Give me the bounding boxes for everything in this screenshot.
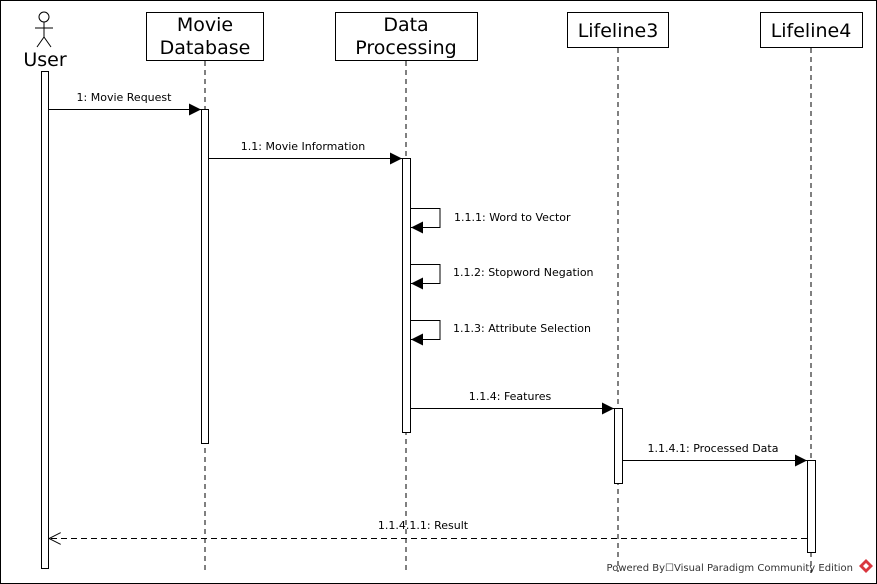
lifeline-label: Lifeline3 — [578, 20, 659, 42]
self-message-arrow — [411, 208, 441, 234]
message-label: 1.1: Movie Information — [241, 140, 365, 153]
lifeline-header-box — [760, 12, 863, 48]
lifeline-header-box — [146, 12, 264, 61]
message-label: 1.1.1: Word to Vector — [454, 211, 571, 224]
self-message-arrow — [411, 320, 441, 346]
lifeline-data-processing[interactable]: Data Processing — [335, 12, 478, 61]
message-label: 1.1.4: Features — [469, 390, 552, 403]
message-label: 1.1.2: Stopword Negation — [453, 266, 594, 279]
lifeline-label-line1: Data — [383, 14, 428, 36]
message-movie-request[interactable]: 1: Movie Request — [49, 91, 201, 116]
visual-paradigm-logo-icon — [859, 559, 873, 573]
message-label: 1.1.3: Attribute Selection — [453, 322, 591, 335]
lifeline-label-line2: Database — [160, 37, 251, 59]
footer-watermark: Powered By☐Visual Paradigm Community Edi… — [607, 559, 873, 574]
lifeline-label-line1: Movie — [177, 14, 233, 36]
lifeline-lifeline4[interactable]: Lifeline4 — [760, 12, 863, 48]
message-result[interactable]: 1.1.4.1.1: Result — [49, 519, 807, 539]
message-movie-information[interactable]: 1.1: Movie Information — [209, 140, 402, 165]
lifeline-label-line2: Processing — [355, 37, 456, 59]
activation-movie-database[interactable] — [201, 109, 209, 444]
lifeline-header-box — [567, 12, 669, 48]
message-features[interactable]: 1.1.4: Features — [411, 390, 614, 415]
actor-head — [38, 11, 50, 23]
message-processed-data[interactable]: 1.1.4.1: Processed Data — [623, 442, 807, 467]
actor-left-leg — [36, 36, 45, 48]
actor-label: User — [23, 49, 66, 71]
lifeline-header-box — [335, 12, 478, 61]
actor-right-leg — [43, 36, 52, 48]
message-label: 1: Movie Request — [77, 91, 173, 104]
message-stopword-negation[interactable]: 1.1.2: Stopword Negation — [411, 264, 594, 290]
footer-text: Powered By☐Visual Paradigm Community Edi… — [607, 563, 853, 574]
message-attribute-selection[interactable]: 1.1.3: Attribute Selection — [411, 320, 591, 346]
activation-data-processing[interactable] — [402, 158, 411, 433]
activation-lifeline3[interactable] — [614, 408, 623, 484]
lifeline-lifeline3[interactable]: Lifeline3 — [567, 12, 669, 48]
actor-user[interactable]: User — [23, 11, 67, 71]
message-label: 1.1.4.1: Processed Data — [648, 442, 779, 455]
lifeline-movie-database[interactable]: Movie Database — [146, 12, 264, 61]
lifeline-label: Lifeline4 — [771, 20, 852, 42]
message-word-to-vector[interactable]: 1.1.1: Word to Vector — [411, 208, 571, 234]
activation-user[interactable] — [41, 71, 49, 569]
activation-lifeline4[interactable] — [807, 460, 816, 553]
message-label: 1.1.4.1.1: Result — [378, 519, 469, 532]
self-message-arrow — [411, 264, 441, 290]
